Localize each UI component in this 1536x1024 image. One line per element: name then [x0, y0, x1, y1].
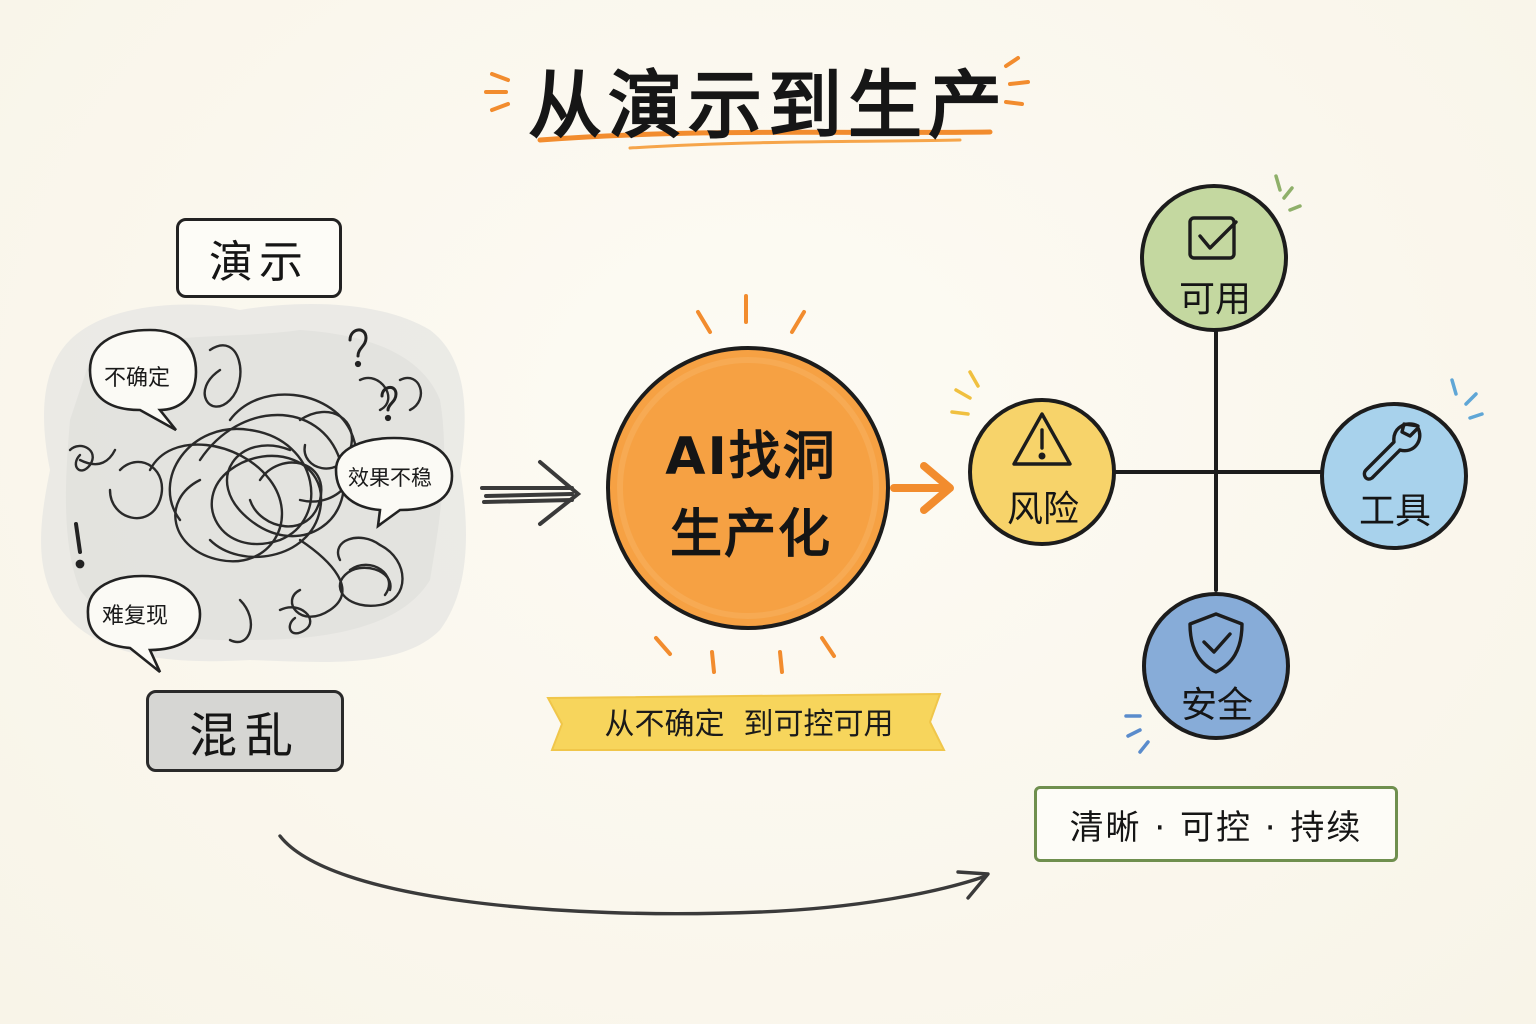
chaos-label: 混乱	[146, 690, 344, 772]
hub-connectors	[1108, 328, 1332, 592]
core-node-label: AI找洞 生产化	[616, 418, 886, 574]
exclamation-mark	[74, 522, 85, 569]
long-return-arrow	[278, 834, 990, 916]
core-node	[606, 346, 890, 630]
checkbox-icon	[1188, 216, 1238, 260]
bubble-hard-text: 难复现	[102, 604, 169, 629]
ribbon	[546, 692, 946, 751]
core-rays	[654, 294, 836, 674]
ribbon-text: 从不确定 到可控可用	[604, 707, 894, 742]
risk-label: 风险	[1006, 489, 1079, 530]
security-node	[1142, 592, 1290, 740]
security-sparks	[1124, 714, 1150, 754]
risk-sparks	[950, 370, 980, 416]
title-sparks-right	[1004, 56, 1030, 106]
tools-label: 工具	[1358, 491, 1431, 532]
wrench-icon	[1362, 422, 1422, 481]
title-sparks-left	[484, 72, 510, 112]
shield-check-icon	[1188, 612, 1244, 674]
arrow-to-risk	[890, 462, 954, 514]
bubble-uncertain-text: 不确定	[104, 366, 171, 391]
question-mark-1	[348, 328, 368, 368]
available-label: 可用	[1178, 279, 1251, 320]
bubble-unstable-text: 效果不稳	[348, 466, 432, 490]
security-label: 安全	[1180, 685, 1253, 726]
warning-icon	[1012, 412, 1072, 466]
tools-sparks	[1450, 378, 1484, 420]
bubble-unstable	[334, 436, 454, 529]
page-title: 从演示到生产	[528, 63, 1008, 149]
tools-node	[1320, 402, 1468, 550]
core-line-2: 生产化	[669, 505, 832, 565]
arrow-to-core	[480, 460, 582, 526]
bubble-uncertain	[88, 328, 198, 432]
bubble-hard-to-reproduce	[86, 574, 202, 674]
motto-box: 清晰 · 可控 · 持续	[1034, 786, 1398, 862]
question-mark-2	[380, 386, 398, 422]
risk-node	[968, 398, 1116, 546]
available-sparks	[1274, 174, 1302, 212]
core-line-1: AI找洞	[665, 427, 837, 487]
title-underline	[537, 129, 993, 150]
demo-label: 演示	[176, 218, 342, 298]
